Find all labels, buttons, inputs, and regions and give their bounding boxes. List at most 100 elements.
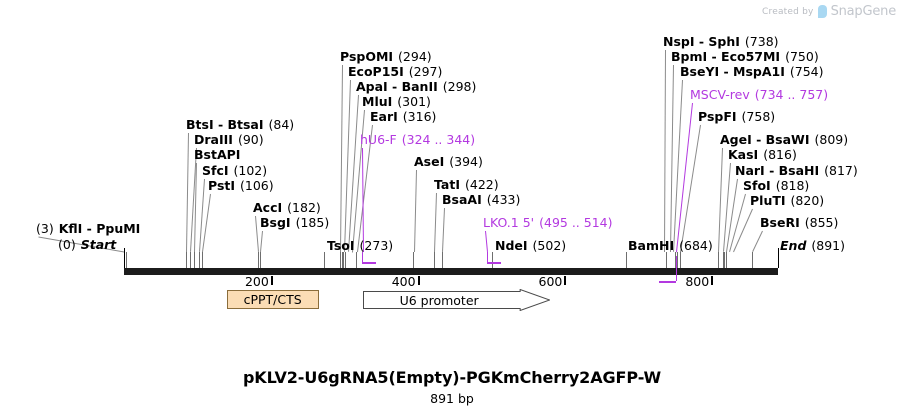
site-position: (297) — [408, 64, 443, 79]
site-tick — [198, 252, 200, 268]
site-name: SfcI — [202, 163, 229, 178]
site-tick — [344, 252, 346, 268]
site-position: (502) — [532, 238, 567, 253]
ruler-tick — [270, 276, 273, 285]
site-name: BsgI — [260, 215, 291, 230]
ruler-tick-label: 400 — [391, 274, 416, 289]
site-name: NarI - BsaHI — [735, 163, 820, 178]
site-tick — [680, 252, 682, 268]
leader-line — [260, 230, 263, 253]
ruler-tick — [711, 276, 714, 285]
feature-u6-promoter[interactable]: U6 promoter — [362, 289, 550, 311]
site-position: (273) — [359, 238, 394, 253]
site-name: EcoP15I — [348, 64, 404, 79]
site-label-accI: AccI (182) — [253, 200, 321, 215]
site-tick — [190, 252, 192, 268]
site-label-tsoI: TsoI(273) — [327, 238, 394, 253]
site-label-pspFI: PspFI(758) — [698, 109, 776, 124]
site-tick — [201, 252, 203, 268]
site-position: (90) — [237, 132, 264, 147]
ruler-tick-label: 800 — [685, 274, 710, 289]
feature-label: U6 promoter — [399, 292, 479, 308]
site-name: SfoI — [743, 178, 771, 193]
site-tick — [342, 252, 343, 268]
primer-arm — [361, 262, 377, 264]
site-tick — [193, 252, 195, 268]
site-position: (185) — [295, 215, 330, 230]
site-label-sfcI: SfcI(102) — [202, 163, 267, 178]
site-label-lko1-5: LKO.1 5' (495 .. 514) — [483, 215, 613, 230]
leader-line — [442, 207, 445, 253]
site-name: AccI — [253, 200, 283, 215]
ruler-tick — [417, 276, 420, 285]
site-name: BseYI - MspA1I — [680, 64, 785, 79]
leader-line — [255, 215, 259, 253]
site-name: MSCV-rev — [690, 87, 750, 102]
site-name: KasI — [728, 147, 759, 162]
site-name: PspOMI — [340, 49, 394, 64]
site-label-earI: EarI(316) — [370, 109, 436, 124]
site-position: (495 .. 514) — [539, 215, 613, 230]
site-position: (754) — [789, 64, 824, 79]
site-name: KflI - PpuMI — [58, 221, 141, 236]
site-name: AseI — [414, 154, 445, 169]
site-name: BpmI - Eco57MI — [671, 49, 781, 64]
leader-line — [733, 208, 753, 253]
site-tick — [324, 252, 326, 268]
site-label-kflI-ppumI: (3) KflI - PpuMI — [36, 221, 141, 236]
leader-line — [670, 64, 674, 252]
leader-line — [664, 49, 666, 252]
site-tick — [492, 252, 494, 268]
primer-arm — [487, 262, 502, 264]
site-name: EarI — [370, 109, 398, 124]
site-label-pluTI: PluTI(820) — [750, 193, 824, 208]
site-position: (182) — [287, 200, 321, 215]
site-position: (734 .. 757) — [754, 87, 829, 102]
site-tick — [665, 252, 667, 268]
site-label-bstAPI: BstAPI — [194, 148, 240, 162]
site-name: BseRI — [760, 215, 800, 230]
site-position: (758) — [741, 109, 776, 124]
site-label-bpmI-eco57mi: BpmI - Eco57MI(750) — [671, 49, 819, 64]
site-tick — [185, 252, 187, 268]
snapgene-logo-icon — [817, 5, 827, 18]
site-tick — [355, 252, 357, 268]
site-label-narI-bsahI: NarI - BsaHI(817) — [735, 163, 858, 178]
site-name: End — [780, 238, 807, 253]
site-name: ApaI - BanII — [356, 79, 438, 94]
site-label-bsgI: BsgI (185) — [260, 215, 330, 230]
site-label-ndeI: NdeI(502) — [495, 238, 567, 253]
site-position: (106) — [240, 178, 274, 193]
site-label-kasI: KasI (816) — [728, 147, 797, 162]
ruler-tick — [564, 276, 567, 285]
feature-cppt-cts[interactable]: cPPT/CTS — [226, 290, 319, 309]
leader-line — [485, 230, 488, 253]
site-label-aseI: AseI (394) — [414, 154, 483, 169]
watermark-brand: SnapGene — [830, 4, 897, 19]
start-cap — [124, 248, 125, 268]
primer-arm — [658, 281, 676, 283]
site-position: (816) — [763, 147, 797, 162]
site-tick — [626, 252, 628, 268]
site-name: PluTI — [750, 193, 786, 208]
site-position: (684) — [679, 238, 713, 253]
site-tick — [751, 252, 753, 268]
site-position: (394) — [449, 154, 483, 169]
site-label-hu6-f: hU6-F(324 .. 344) — [360, 133, 475, 147]
watermark-prefix: Created by — [762, 6, 814, 17]
site-tick — [257, 252, 259, 268]
site-name: DraIII — [194, 132, 233, 147]
ruler-bar — [124, 268, 778, 275]
site-name: LKO.1 5' — [483, 215, 535, 230]
site-name: AgeI - BsaWI — [720, 132, 810, 147]
site-tick — [433, 252, 435, 268]
site-tick — [724, 252, 726, 268]
site-position: (3) — [36, 221, 54, 236]
site-tick — [677, 252, 679, 268]
site-tick — [259, 252, 261, 268]
leader-line — [434, 192, 437, 253]
site-tick — [717, 252, 719, 268]
site-name: TatI — [434, 177, 460, 192]
site-position: (433) — [486, 192, 521, 207]
